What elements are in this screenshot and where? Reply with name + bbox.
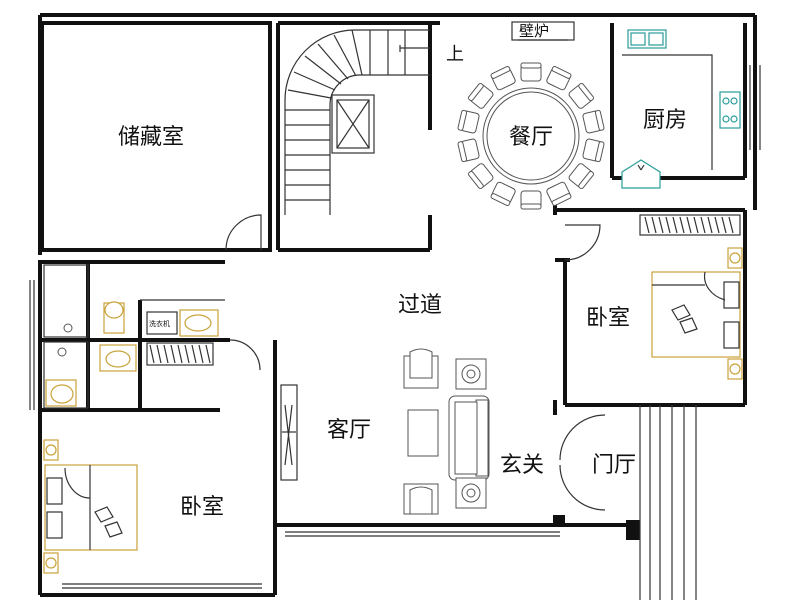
dining-chair (490, 181, 516, 206)
doors (225, 214, 606, 511)
staircase (284, 29, 430, 215)
bathroom-fixtures (43, 264, 225, 409)
dining-chair (582, 138, 605, 163)
dining-chair (568, 163, 595, 190)
room-label-entrance-hall: 门厅 (592, 453, 636, 478)
tv-cabinet (280, 384, 298, 481)
dining-chair (520, 190, 542, 210)
room-label-bedroom-left: 卧室 (180, 495, 224, 520)
room-label-storage: 储藏室 (118, 125, 184, 150)
dining-chair (490, 66, 516, 91)
bed-right (651, 247, 743, 380)
dining-chair (546, 181, 572, 206)
room-label-kitchen: 厨房 (643, 108, 687, 133)
room-label-dining: 餐厅 (509, 125, 553, 150)
room-label-foyer: 玄关 (500, 453, 544, 478)
dining-chair (520, 62, 542, 82)
bed-left (43, 439, 138, 574)
dining-chair (467, 163, 494, 190)
fireplace (511, 21, 575, 41)
dining-chair (457, 109, 480, 134)
entrance-steps (639, 405, 697, 600)
dining-table (457, 62, 605, 210)
dining-chair (582, 109, 605, 134)
washer-label: 洗衣机 (149, 319, 170, 328)
dining-chair (457, 138, 480, 163)
dining-chair (568, 82, 595, 109)
dining-chair (546, 66, 572, 91)
sofa-set (403, 348, 490, 515)
room-label-hallway: 过道 (398, 293, 442, 318)
room-label-bedroom-right: 卧室 (586, 306, 630, 331)
windows (62, 65, 761, 589)
room-label-living: 客厅 (327, 418, 371, 443)
kitchen-fixtures (621, 29, 741, 189)
stairs-up-label: 上 (446, 44, 464, 65)
walls (29, 13, 757, 597)
wardrobe-right (639, 214, 741, 236)
fireplace-label: 壁炉 (519, 22, 549, 40)
dining-chair (467, 82, 494, 109)
